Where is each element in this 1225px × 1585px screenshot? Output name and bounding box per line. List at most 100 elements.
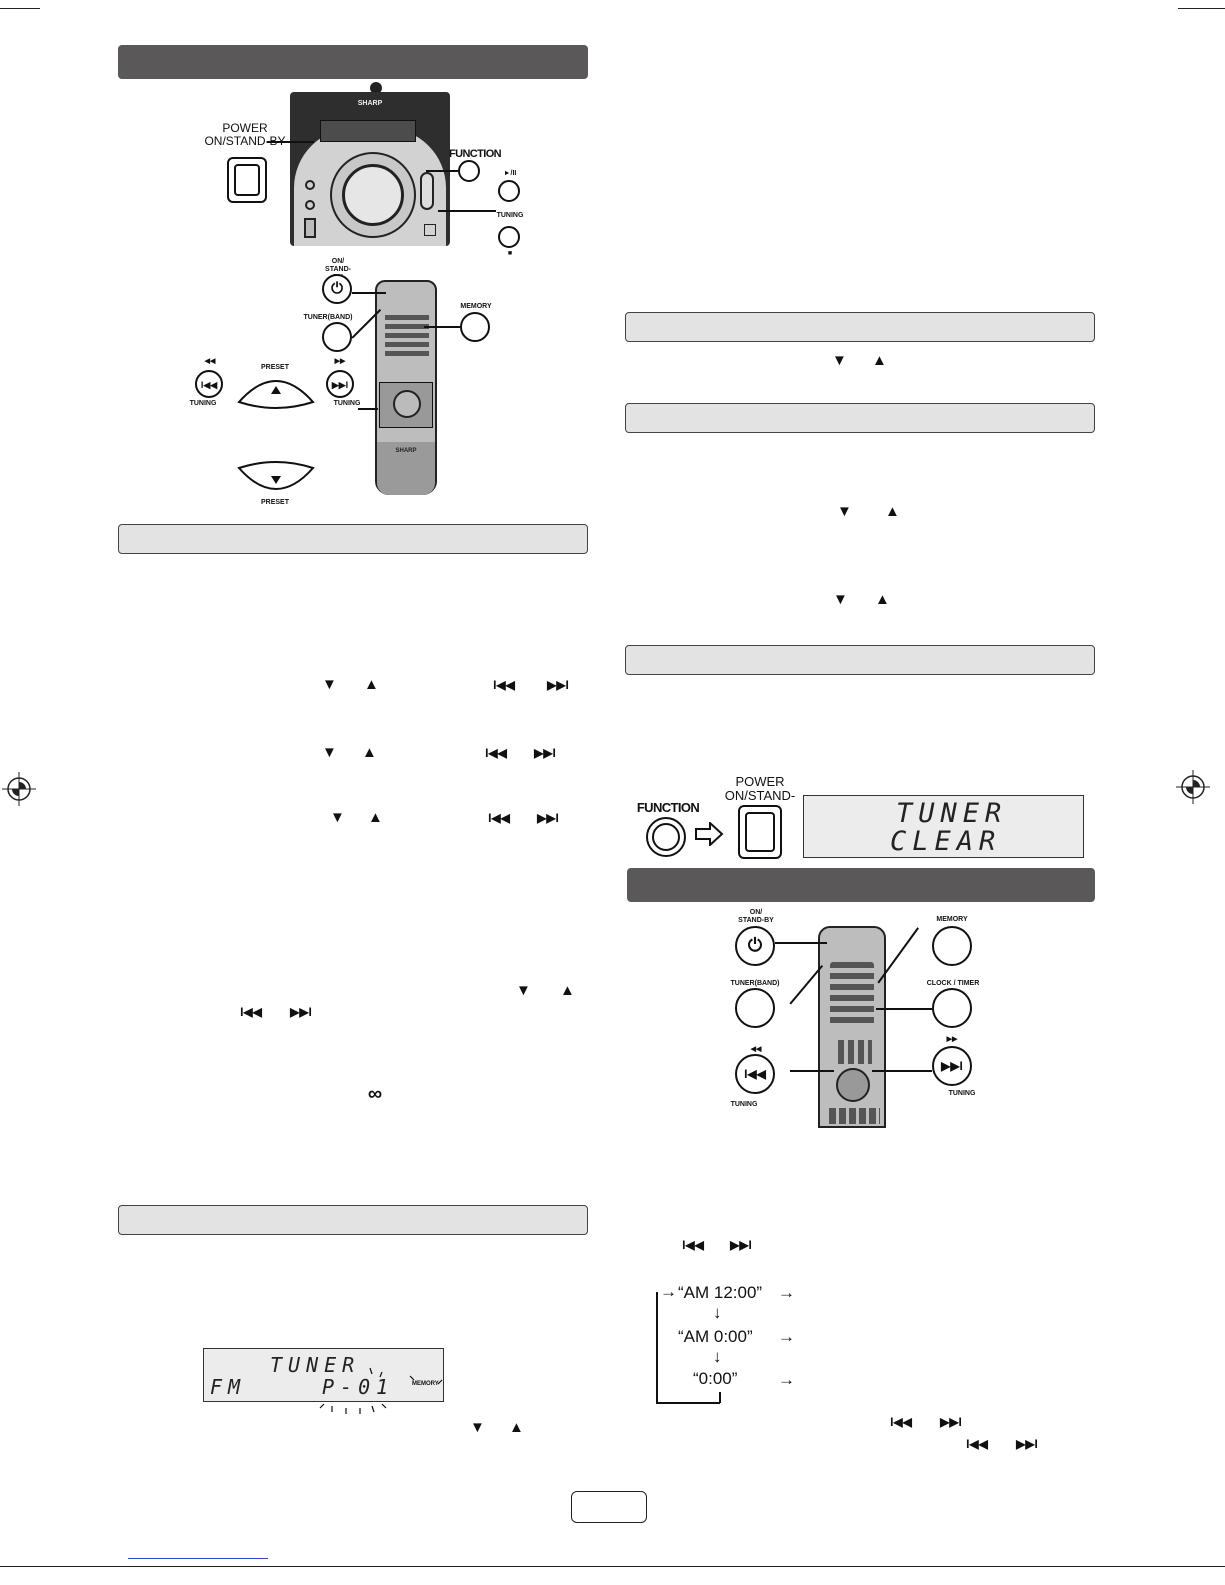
flow-arrow-right: → [778,1327,795,1346]
down-arrow-icon: ▼ [516,982,531,999]
up-arrow-icon: ▲ [885,503,900,520]
power-standby-label: POWER ON/STAND-BY [204,121,286,148]
crop-mark-tr [1178,8,1225,9]
down-arrow-icon: ▼ [470,1419,485,1436]
stereo-icon: ∞ [367,1083,383,1105]
remote-nav-pad [836,1068,870,1102]
tuner-band-button[interactable] [322,322,352,352]
display-line2: CLEAR [890,826,1002,857]
power-standby-button[interactable] [227,157,267,203]
function-label: FUNCTION [636,800,700,815]
clock-format-24h: “0:00” [693,1369,738,1388]
preset-up-button[interactable] [235,372,317,410]
tuner-band-button[interactable] [735,988,775,1028]
leader-line [352,292,386,294]
next-icon: ▶▶I [730,1238,752,1252]
prev-icon: I◀◀ [966,1437,988,1451]
forward-label: ▶▶ [334,358,346,365]
main-unit-illustration: SHARP [290,82,450,246]
prev-icon: I◀◀ [240,1005,262,1019]
rewind-label: ◀◀ [204,358,216,365]
next-icon: ▶▶I [1016,1437,1038,1451]
tuner-band-label: TUNER(BAND) [730,980,780,987]
play-pause-label: ►/II [503,170,517,177]
preset-down-button[interactable] [235,460,317,498]
prev-icon: I◀◀ [488,811,510,825]
next-icon: ▶▶I [534,746,556,760]
display-band: FM [210,1375,247,1399]
memory-button[interactable] [932,926,972,966]
clock-timer-button[interactable] [932,988,972,1028]
power-icon: ⏻ [747,935,763,955]
memory-button[interactable] [460,312,490,342]
section-header [625,645,1095,675]
function-button-inner [652,823,680,851]
registration-mark-left [2,772,36,806]
preset-down-label: PRESET [260,499,289,506]
unit-display [320,120,416,142]
clock-format-12h-zero: “AM 0:00” [678,1327,753,1346]
tuning-right-label: TUNING [333,400,361,407]
function-button[interactable] [458,160,480,182]
crop-mark-bl [0,1566,1225,1567]
memory-label: MEMORY [936,916,968,923]
prev-icon: I◀◀ [890,1415,912,1429]
section-header-radio [118,45,588,79]
prev-icon: I◀◀ [682,1238,704,1252]
stop-button[interactable] [498,226,520,248]
leader-line [872,1070,932,1072]
up-arrow-icon: ▲ [509,1419,524,1436]
flow-arrow-down: ↓ [713,1347,722,1366]
play-pause-button[interactable] [498,180,520,202]
down-arrow-icon: ▼ [322,676,337,693]
power-standby-button[interactable] [738,805,782,859]
leader-line [790,1070,834,1072]
on-standby-button[interactable] [735,926,775,966]
power-icon: ⏻ [331,280,343,297]
section-header-clock [627,868,1095,902]
clock-timer-label: CLOCK / TIMER [926,980,980,987]
section-header [625,403,1095,433]
memory-label: MEMORY [460,303,492,310]
clock-format-12h-am: “AM 12:00” [678,1283,763,1302]
tuning-next-button[interactable] [326,370,354,398]
tuning-next-button[interactable] [932,1046,972,1086]
brand-logo: SHARP [357,100,383,107]
leader-line [775,942,827,944]
tuner-band-label: TUNER(BAND) [303,314,353,321]
down-arrow-icon: ▼ [832,352,847,369]
preset-up-label: PRESET [260,364,289,371]
next-icon: ▶▶I [537,811,559,825]
function-label: FUNCTION [448,148,502,160]
down-arrow-icon: ▼ [837,503,852,520]
tuning-prev-button[interactable] [195,370,223,398]
next-icon: ▶▶I [940,1415,962,1429]
tuning-prev-button[interactable] [735,1054,775,1094]
on-standby-button[interactable] [322,274,352,304]
leader-line [876,1008,932,1010]
crop-mark-tl [0,8,40,9]
leader-line [438,210,496,212]
display-line1: TUNER [896,798,1008,829]
tuning-up-label: TUNING [496,212,524,219]
prev-icon: I◀◀ [744,1067,766,1081]
remote-brand: SHARP [395,448,417,454]
down-arrow-icon: ▼ [833,591,848,608]
arrow-icon [695,822,724,846]
flow-return-line [719,1392,721,1403]
remote-control-illustration: SHARP [375,280,437,495]
rewind-label: ◀◀ [750,1046,762,1053]
next-icon: ▶▶I [941,1059,963,1073]
flow-return-line [656,1402,720,1404]
flow-arrow-right: → [778,1370,795,1389]
flow-return-line [656,1292,658,1403]
section-header [625,312,1095,342]
memory-display: TUNER FM P-01 [203,1348,444,1402]
page-footer-link [128,1558,268,1559]
blink-rays [319,1367,443,1414]
leader-line [424,326,460,328]
forward-label: ▶▶ [946,1036,958,1043]
stop-label: ■ [507,250,513,257]
registration-mark-right [1176,770,1210,804]
display-line1: TUNER [270,1353,361,1377]
